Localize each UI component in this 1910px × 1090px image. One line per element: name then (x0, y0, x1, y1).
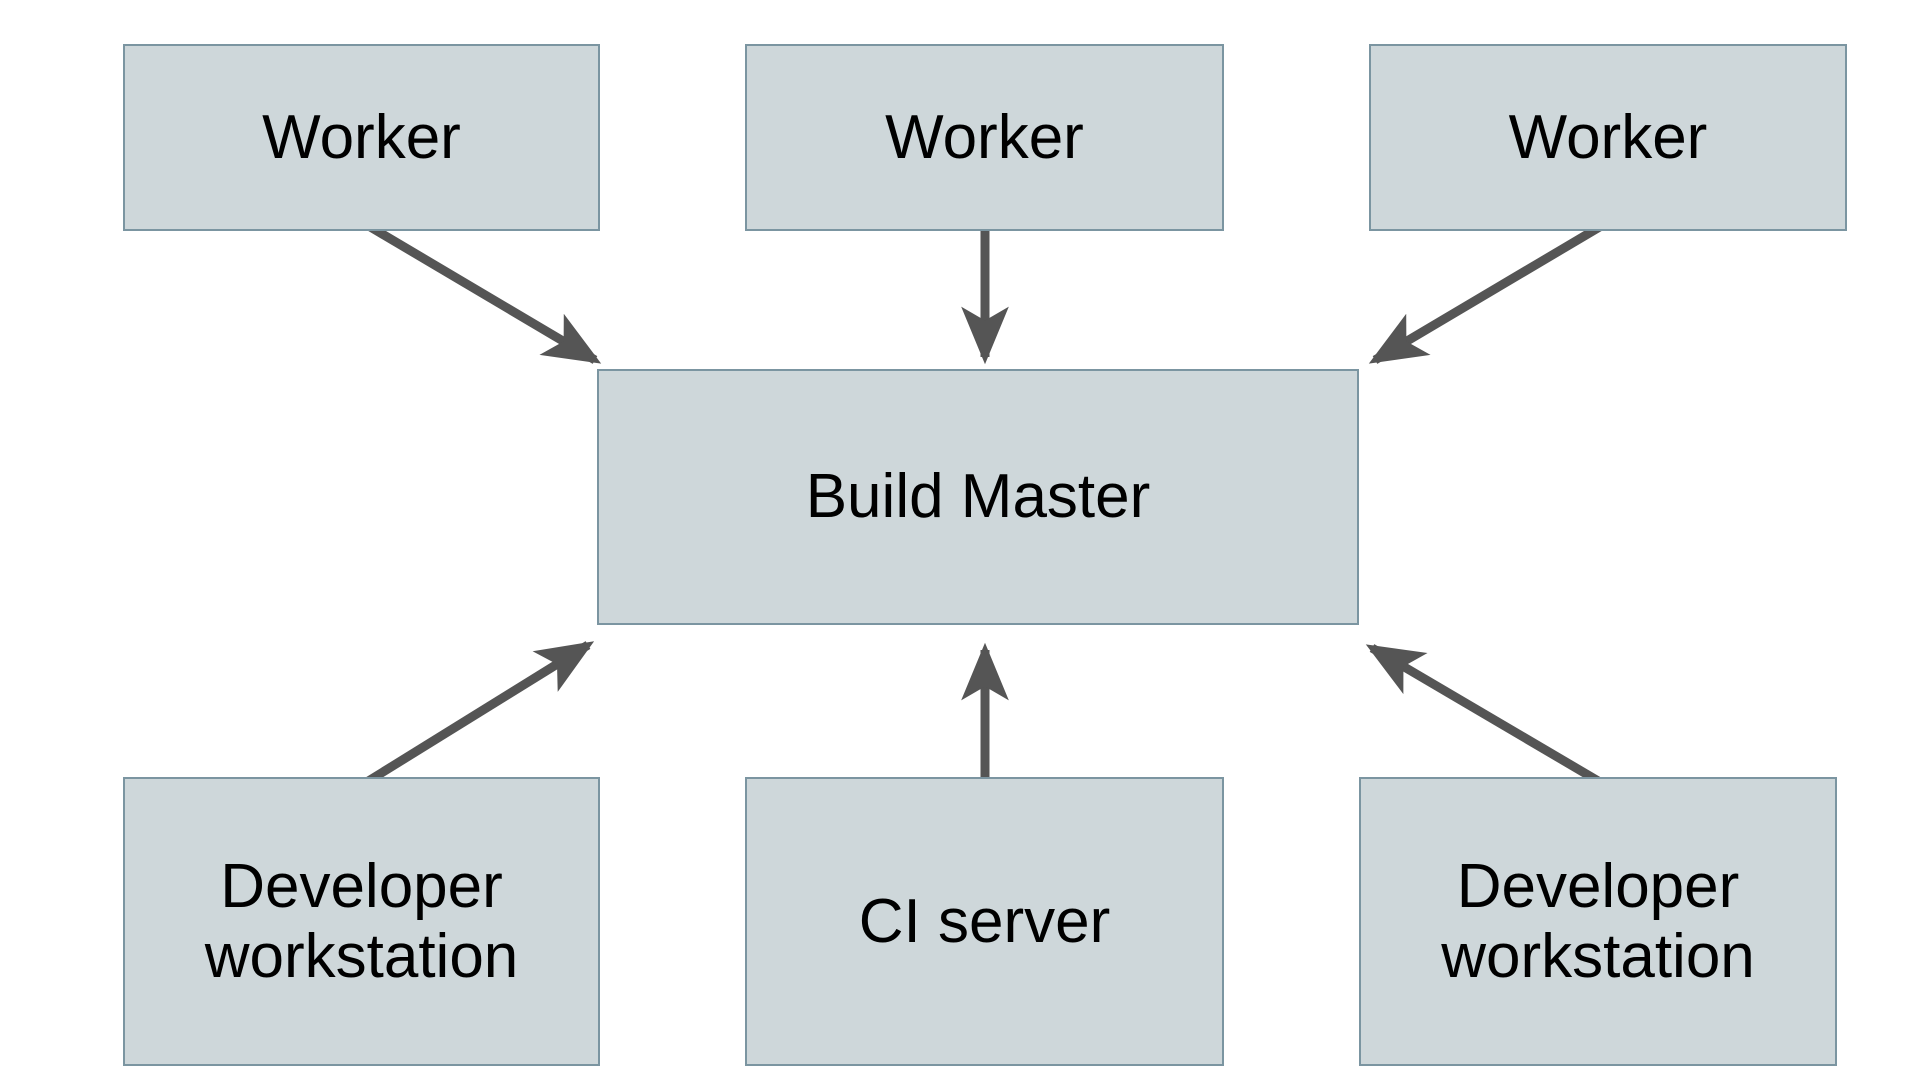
node-worker-2[interactable]: Worker (745, 44, 1224, 231)
edge-dev-right-to-build-master (1365, 644, 1608, 789)
node-worker-1-label: Worker (262, 102, 461, 172)
node-ci-server-label: CI server (858, 886, 1111, 956)
node-worker-2-label: Worker (885, 102, 1084, 172)
node-worker-3[interactable]: Worker (1369, 44, 1847, 231)
edge-worker-3-to-build-master (1368, 218, 1611, 364)
node-build-master-label: Build Master (805, 462, 1151, 532)
edge-dev-left-to-build-master (359, 641, 595, 789)
node-developer-workstation-right[interactable]: Developer workstation (1359, 777, 1837, 1066)
node-ci-server[interactable]: CI server (745, 777, 1224, 1066)
edge-worker-1-to-build-master (359, 218, 602, 364)
node-developer-workstation-left-label: Developer workstation (204, 852, 519, 991)
node-developer-workstation-right-label: Developer workstation (1441, 852, 1755, 991)
node-build-master[interactable]: Build Master (597, 369, 1359, 625)
node-worker-3-label: Worker (1508, 102, 1708, 172)
node-worker-1[interactable]: Worker (123, 44, 600, 231)
node-developer-workstation-left[interactable]: Developer workstation (123, 777, 600, 1066)
